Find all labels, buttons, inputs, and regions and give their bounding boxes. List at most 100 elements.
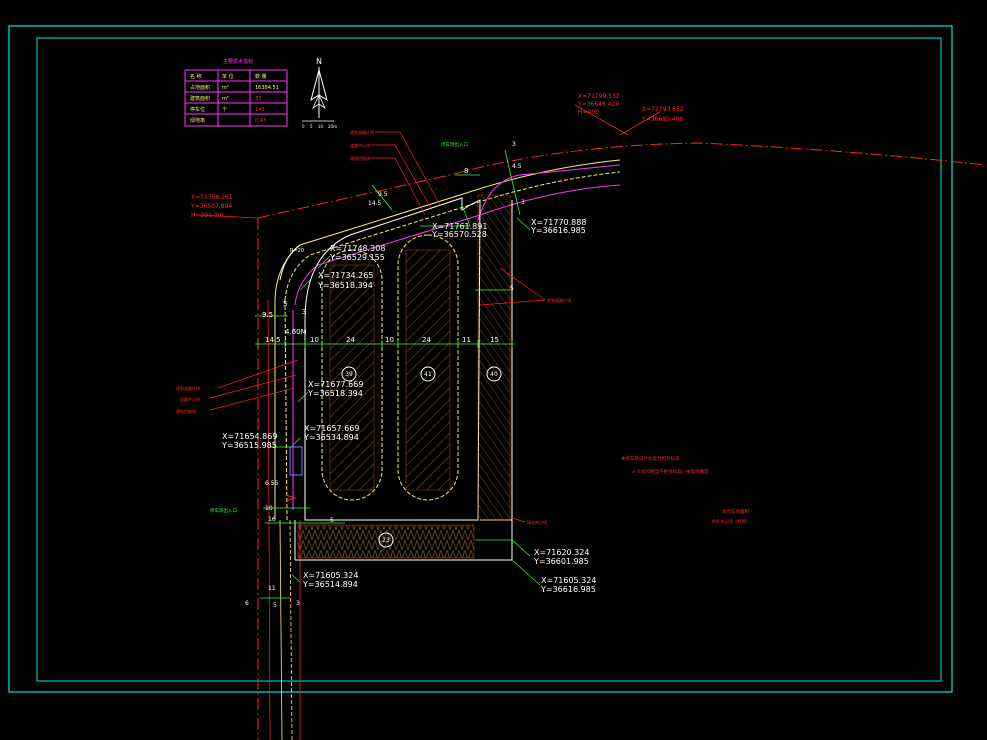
legend-cell: m² — [222, 85, 229, 91]
coord-y: Y=36570.528 — [431, 230, 487, 239]
svg-text:20m: 20m — [328, 124, 337, 129]
road-coord-y: Y=36685.486 — [641, 116, 683, 123]
dim-label: 6.55 — [265, 480, 279, 487]
inner-frame — [36, 37, 942, 682]
design-note: ± 0.000相当于绝对标高，由现场确定 — [632, 468, 709, 475]
coord-y: Y=36534.894 — [303, 433, 359, 442]
entrance-label: 停车场出入口 — [441, 141, 468, 148]
legend-cell: 16384.51 — [255, 85, 279, 91]
svg-text:5: 5 — [310, 124, 313, 129]
legend-cell: 绿地率 — [190, 117, 205, 124]
road-coord-h: H=400 — [578, 109, 599, 116]
parking-count: 41 — [424, 371, 432, 378]
legend-cell: 数 量 — [255, 73, 267, 80]
dim-label: 15 — [490, 336, 499, 344]
entrance-label: 停车场出入口 — [210, 507, 237, 514]
dim-label: 24 — [346, 336, 355, 344]
coord-x: X=71770.888 — [531, 218, 586, 227]
red-note: 规划道路红线 — [547, 297, 571, 303]
road-coord-x: X=71758.161 — [191, 194, 233, 201]
gate-box — [289, 446, 303, 476]
road-coord-x: X=71793.652 — [642, 106, 684, 113]
red-note: 规划道路红线 — [176, 385, 200, 391]
coord-x: X=71620.324 — [534, 548, 589, 557]
dim-label: 14.5 — [368, 200, 382, 207]
legend-cell: 33 — [255, 96, 261, 102]
legend-cell: 0.43 — [255, 118, 266, 124]
coord-y: Y=36616.985 — [540, 585, 596, 594]
svg-text:0: 0 — [302, 124, 305, 129]
outer-frame — [8, 25, 953, 693]
red-note: 建筑控制线 — [350, 155, 370, 161]
dim-label: 9.5 — [262, 311, 273, 319]
arrow-icon — [285, 494, 297, 502]
legend-title: 主要技术指标 — [223, 58, 253, 65]
dim-label: 5 — [283, 300, 287, 308]
legend-cell: 停车位 — [190, 106, 205, 113]
dim-label: 14.5 — [265, 336, 281, 344]
red-note: 道路中心线 — [180, 396, 200, 402]
dimension-line — [255, 149, 521, 599]
parking-count-badges — [341, 366, 502, 548]
coord-y: Y=36515.985 — [221, 441, 277, 450]
coord-x: X=71657.669 — [304, 424, 359, 433]
dim-label: 3 — [512, 141, 516, 148]
dim-label: 11 — [268, 585, 276, 592]
legend-cell: 个 — [222, 107, 227, 113]
coord-y: Y=36518.394 — [307, 389, 363, 398]
design-note: 约0.4公顷（规划） — [712, 518, 751, 525]
coord-y: Y=36616.985 — [530, 226, 586, 235]
coord-y: Y=36601.985 — [533, 557, 589, 566]
dim-label: 3 — [521, 199, 525, 206]
parking-island-hatch — [297, 194, 511, 559]
dim-label: 10 — [310, 336, 319, 344]
road-coord-x: X=71799.532 — [578, 93, 620, 100]
dim-label: 8 — [464, 167, 468, 175]
coord-x: X=71605.324 — [541, 576, 596, 585]
legend-cell: 单 位 — [222, 73, 234, 80]
svg-text:10: 10 — [318, 124, 324, 129]
dim-label: R=20 — [290, 248, 304, 254]
legend-cell: 建筑面积 — [190, 95, 210, 102]
design-note: 本停车场面积 — [722, 508, 749, 515]
coord-y: Y=36514.894 — [302, 580, 358, 589]
red-note: 建筑控制线 — [176, 408, 196, 414]
coord-y: Y=36529.155 — [329, 253, 385, 262]
coord-x: X=71748.308 — [330, 244, 385, 253]
legend-cell: 占地面积 — [190, 84, 210, 91]
road-coord-h: H=291.3m — [191, 212, 224, 219]
dim-label: 5 — [273, 602, 277, 609]
dim-label: 16 — [268, 516, 276, 523]
parking-islands — [321, 234, 459, 501]
coord-x: X=71677.669 — [308, 380, 363, 389]
road-lines — [199, 104, 986, 740]
dim-label: 4.5 — [512, 163, 522, 170]
dim-label: 5 — [330, 517, 334, 524]
coord-x: X=71605.324 — [303, 571, 358, 580]
coord-y: Y=36518.394 — [317, 281, 373, 290]
legend-cell: 名 称 — [190, 73, 202, 80]
parking-count: 40 — [490, 371, 498, 378]
road-coord-y: Y=36646.429 — [577, 101, 619, 108]
dim-label: 5 — [510, 285, 514, 292]
red-leaders — [209, 131, 546, 523]
red-note: 道路中心线 — [350, 142, 370, 148]
coord-x: X=71734.265 — [318, 271, 373, 280]
coord-leaders — [270, 204, 541, 586]
parking-count: 23 — [382, 537, 390, 544]
coord-x: X=71654.869 — [222, 432, 277, 441]
dim-label: 24 — [422, 336, 431, 344]
red-note: 规划道路红线 — [350, 129, 374, 135]
north-arrow-icon: N 0 5 10 20m — [302, 57, 337, 129]
coord-x: X=71761.891 — [432, 222, 487, 231]
parking-count: 39 — [345, 371, 353, 378]
dim-label: 3 — [296, 600, 300, 607]
legend-cell: 143 — [255, 107, 265, 113]
dim-label: 4.60M — [285, 328, 307, 336]
legend-table: 主要技术指标 名 称 单 位 数 量 占地面积 m² 16384.51 建筑面积… — [184, 58, 288, 127]
legend-cell: m² — [222, 96, 229, 102]
design-note: 本停车场设计标高为相对标高 — [621, 455, 680, 462]
dim-label: 3 — [302, 308, 306, 316]
red-note: 绿化带边线 — [527, 519, 547, 525]
